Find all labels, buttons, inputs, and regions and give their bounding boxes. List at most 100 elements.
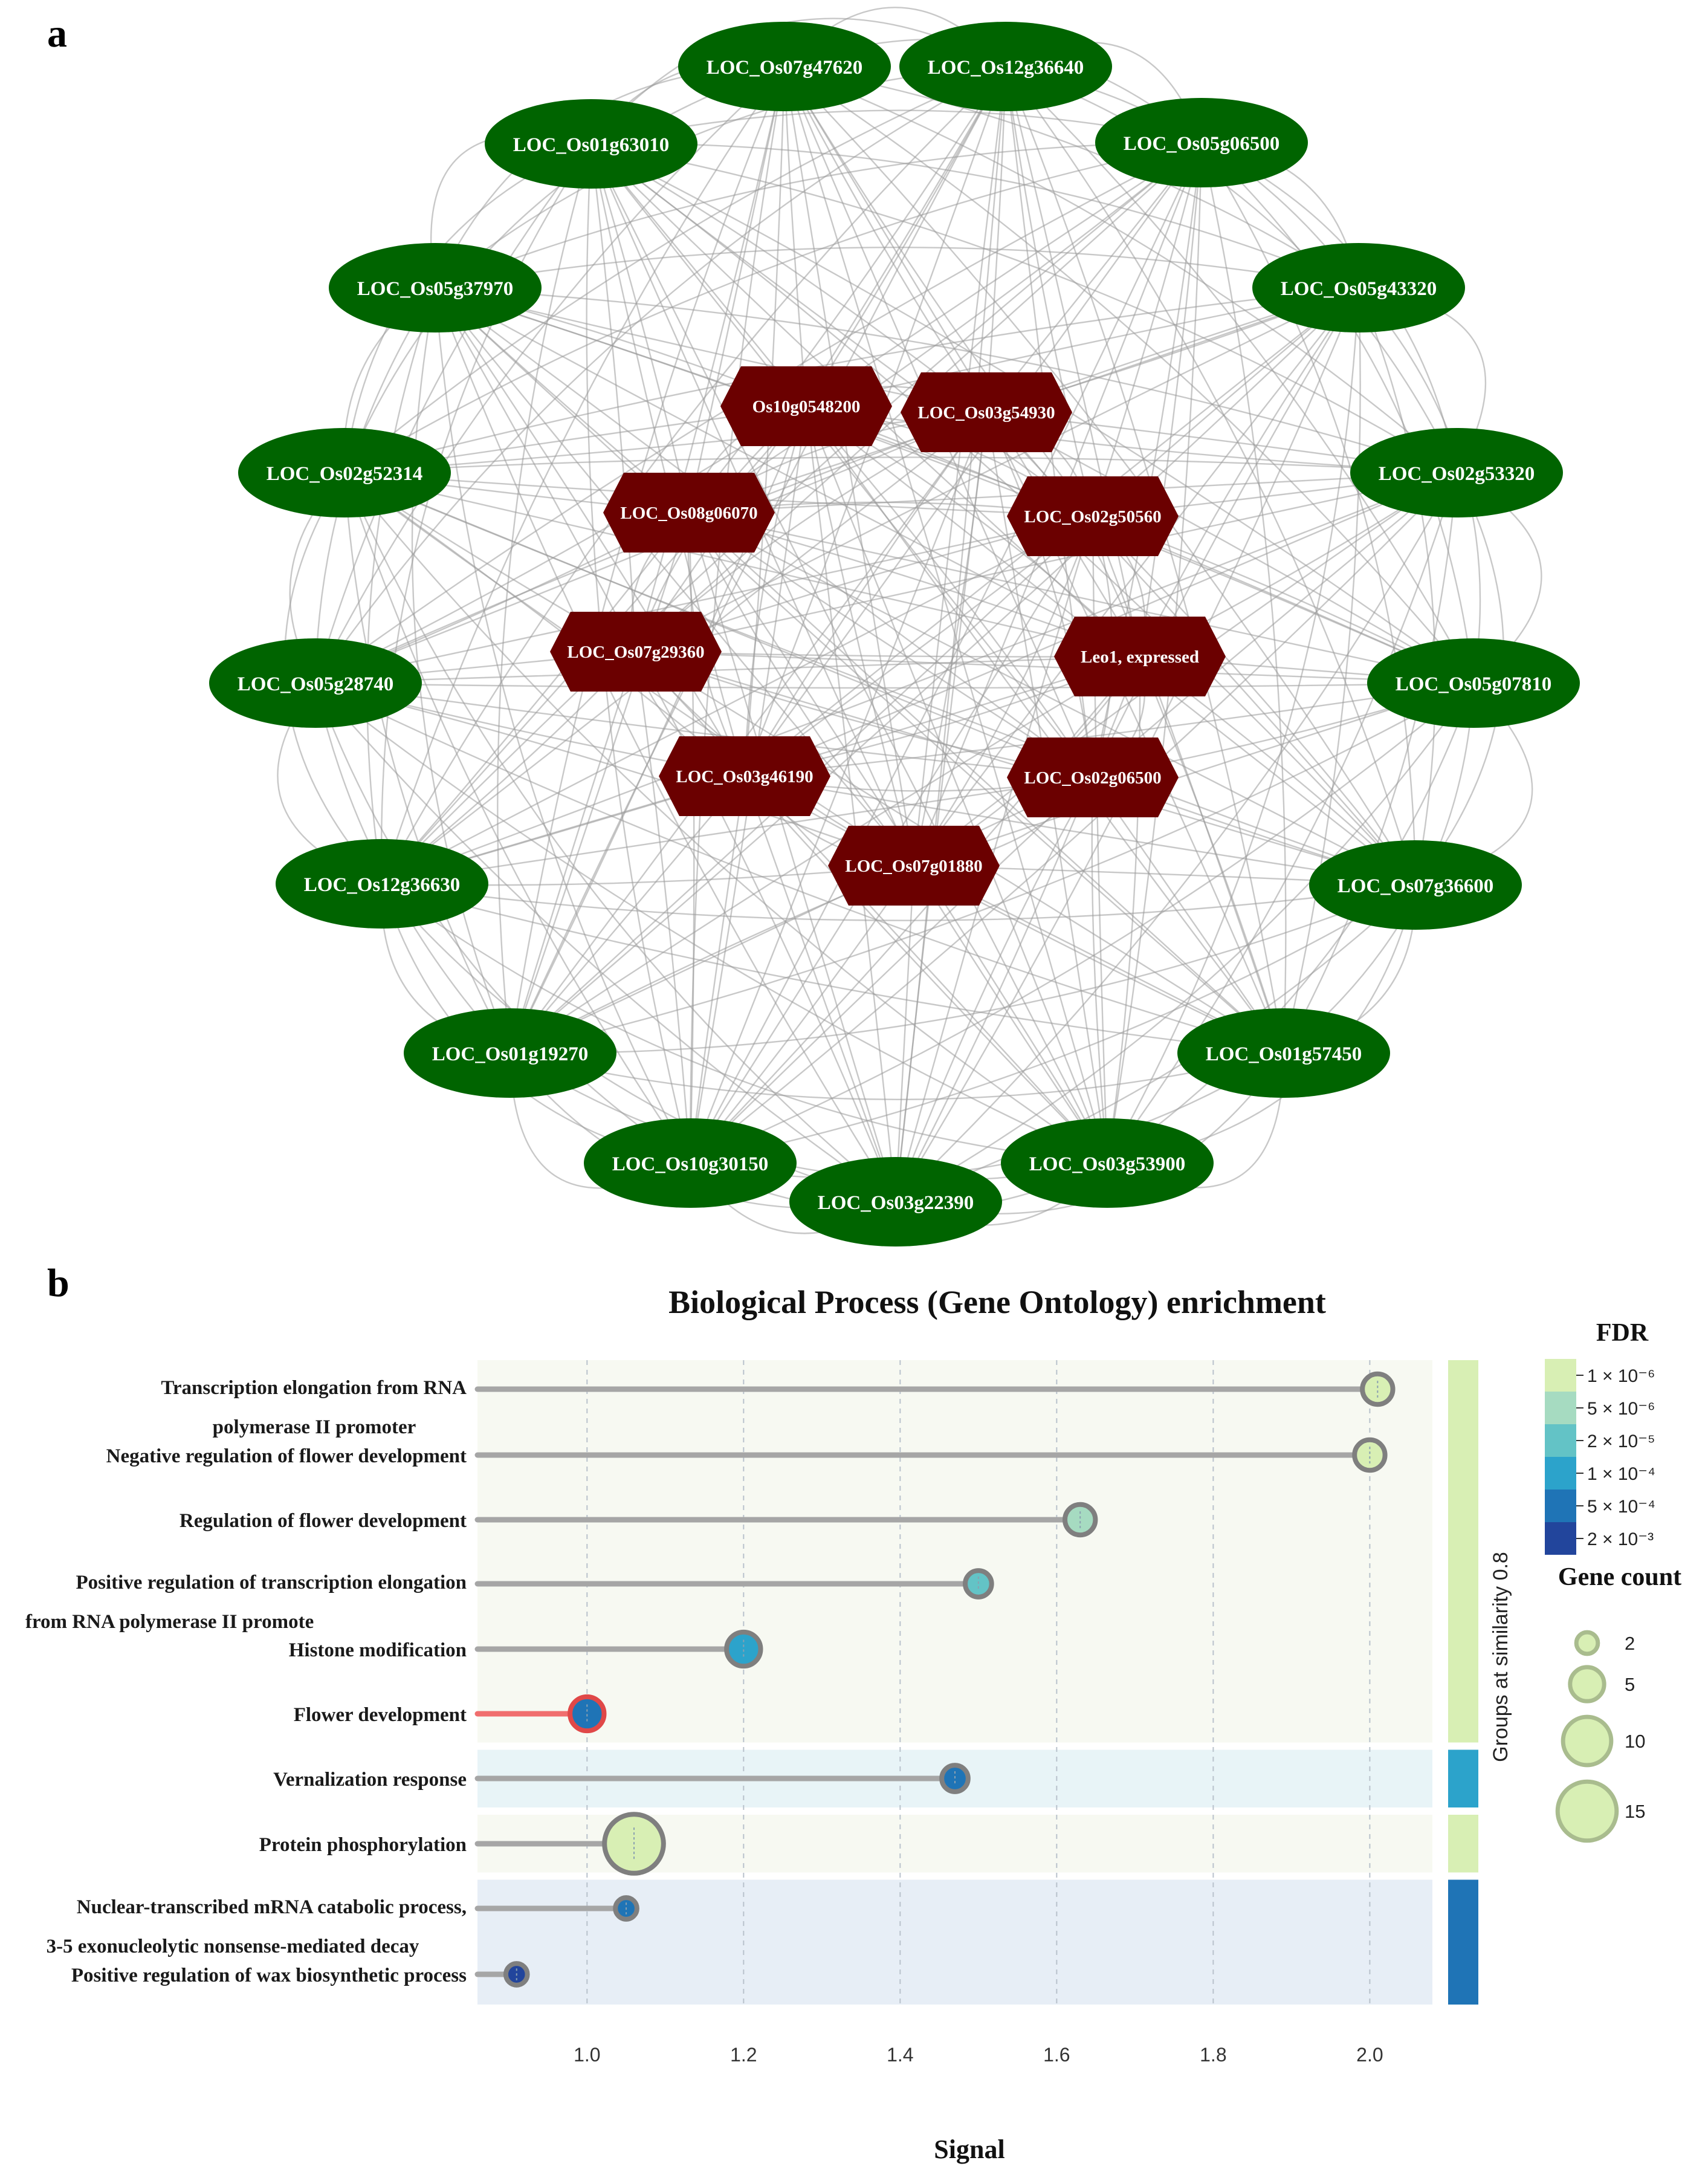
outer-node-shape: [1252, 243, 1465, 332]
network-edge: [894, 777, 1094, 1202]
network-edge: [689, 142, 1203, 1164]
network-edge: [344, 472, 1108, 1164]
network-edge: [913, 287, 1359, 866]
network-edge: [435, 287, 746, 777]
outer-node-label: LOC_Os05g28740: [238, 673, 394, 695]
outer-node: LOC_Os02g53320: [1350, 428, 1563, 517]
network-edge: [344, 472, 1093, 779]
term-row: Protein phosphorylation: [259, 1812, 666, 1876]
network-edge: [690, 777, 1093, 1164]
outer-node: LOC_Os03g22390: [789, 1157, 1002, 1246]
term-label: Negative regulation of flower developmen…: [106, 1445, 467, 1467]
hub-node: LOC_Os02g06500: [1007, 738, 1179, 817]
hub-node-label: LOC_Os07g01880: [845, 857, 982, 876]
outer-node-label: LOC_Os02g53320: [1379, 463, 1535, 485]
x-tick-label: 1.8: [1200, 2044, 1226, 2066]
outer-node-label: LOC_Os10g30150: [612, 1153, 769, 1175]
outer-node-shape: [1177, 1008, 1390, 1098]
lollipop-dot: [568, 1694, 607, 1734]
gene-count-circle: [1568, 1665, 1606, 1704]
network-edge: [688, 512, 914, 866]
network-edge: [688, 66, 786, 513]
network-edge: [688, 512, 1284, 1054]
hub-node: LOC_Os07g01880: [828, 826, 1000, 906]
hub-node-label: LOC_Os08g06070: [620, 504, 757, 523]
network-edge: [1139, 142, 1203, 657]
outer-node: LOC_Os12g36640: [899, 22, 1112, 111]
network-edge: [783, 66, 807, 407]
network-edge: [688, 66, 1007, 513]
group-label: Groups at similarity 0.8: [1489, 1552, 1512, 1762]
network-edge: [344, 456, 1457, 474]
network-edge: [743, 412, 987, 777]
group-band: [477, 1360, 1432, 1743]
hub-node-shape: [1007, 738, 1179, 817]
outer-node: LOC_Os12g36630: [276, 839, 488, 929]
network-edge: [895, 682, 1474, 1203]
network-edge: [806, 406, 1093, 778]
outer-node-shape: [404, 1008, 616, 1098]
outer-node: LOC_Os01g19270: [404, 1008, 616, 1098]
network-edge: [381, 883, 1284, 1054]
hub-node-shape: [828, 826, 1000, 906]
network-edge: [590, 143, 1108, 1164]
network-edge: [315, 65, 1006, 684]
network-edge: [1005, 66, 1475, 684]
term-label: Vernalization response: [273, 1769, 467, 1791]
term-row: Positive regulation of wax biosynthetic …: [71, 1961, 530, 1988]
network-edge: [635, 650, 1474, 684]
network-edge: [744, 682, 1474, 777]
chart-title: Biological Process (Gene Ontology) enric…: [668, 1284, 1326, 1320]
network-edge: [913, 865, 1108, 1164]
network-edge: [590, 143, 1359, 289]
network-edge: [381, 512, 690, 884]
term-label: Histone modification: [289, 1639, 467, 1661]
hub-node-label: LOC_Os03g46190: [676, 767, 813, 786]
outer-node: LOC_Os10g30150: [584, 1118, 797, 1208]
outer-node: LOC_Os05g06500: [1095, 98, 1308, 187]
hub-node: LOC_Os02g50560: [1007, 476, 1179, 556]
outer-node-shape: [899, 22, 1112, 111]
outer-node-shape: [584, 1118, 797, 1208]
network-edge: [806, 406, 1284, 1054]
fdr-swatch: [1545, 1392, 1576, 1424]
outer-node: LOC_Os01g57450: [1177, 1008, 1390, 1098]
network-edge: [635, 651, 897, 1202]
fdr-legend-label: 2 × 10⁻⁵: [1587, 1431, 1655, 1451]
group-bars: [1448, 1360, 1478, 2005]
outer-node-shape: [1095, 98, 1308, 187]
network-edge: [805, 406, 897, 1202]
network-edge: [435, 287, 1093, 778]
outer-node-label: LOC_Os05g43320: [1281, 278, 1437, 300]
network-edge: [509, 651, 637, 1054]
network-edge: [1106, 656, 1141, 1164]
outer-node-label: LOC_Os05g06500: [1124, 133, 1280, 155]
term-label: Transcription elongation from RNA: [161, 1377, 467, 1399]
network-edge: [366, 287, 436, 884]
network-edge: [913, 412, 988, 866]
network-edge: [635, 472, 1457, 653]
fdr-legend-label: 1 × 10⁻⁶: [1587, 1366, 1655, 1386]
network-edge: [1004, 66, 1141, 657]
network-edge: [688, 512, 695, 1164]
hub-node: LOC_Os08g06070: [603, 473, 775, 553]
term-label: Protein phosphorylation: [259, 1834, 467, 1856]
network-edge: [497, 143, 592, 1054]
outer-node: LOC_Os05g28740: [209, 638, 422, 728]
network-edge: [509, 512, 690, 1054]
outer-node-label: LOC_Os12g36630: [304, 874, 461, 896]
gene-count-circle: [1561, 1714, 1614, 1768]
network-edge: [435, 287, 1457, 474]
gene-count-label: 10: [1625, 1731, 1645, 1752]
outer-node-shape: [209, 638, 422, 728]
network-edge: [315, 682, 1284, 1054]
network-edge: [805, 66, 1007, 407]
network-edge: [784, 65, 1457, 473]
term-label: polymerase II promoter: [213, 1416, 416, 1438]
network-edge: [783, 66, 915, 866]
network-edge: [689, 412, 988, 1164]
network-edge: [784, 66, 1417, 886]
network-edge: [688, 142, 1202, 514]
